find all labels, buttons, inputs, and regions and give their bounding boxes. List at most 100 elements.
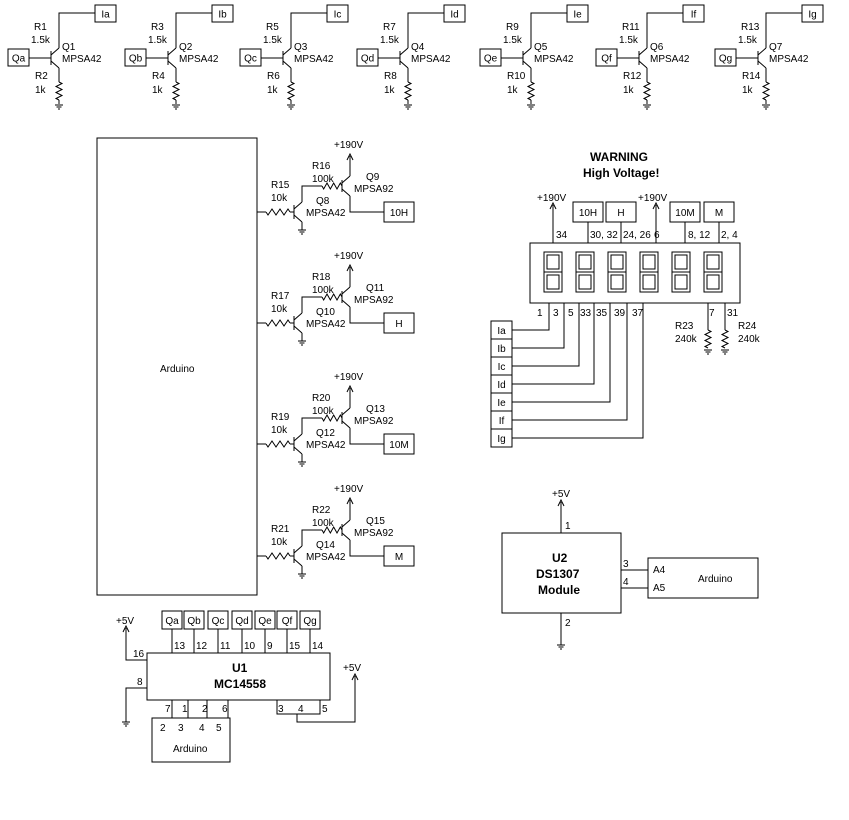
display-top-pin: 30, 32 [590,230,618,241]
part-q14: MPSA42 [306,552,346,563]
supply-arrow [652,201,660,210]
u1-output-qd: Qd [231,610,253,630]
label-r20: R20 [312,393,331,404]
value-r22: 100k [312,518,335,529]
value-r4: 1k [152,85,164,96]
label-r9: R9 [506,22,519,33]
u1-bottom-pin: 4 [298,704,304,715]
u1-arduino-pin: 4 [199,723,205,734]
ground-symbol [298,340,306,346]
display-top-m: M [703,201,735,223]
display-bottom-pin: 1 [537,308,543,319]
input-qb-text: Qb [129,54,143,65]
output-ib-text: Ib [218,10,227,21]
display-top-h: H [605,201,637,223]
anode-output-10h-text: 10H [390,208,408,219]
display-digit [575,251,595,293]
transistor-q3 [282,47,292,69]
value-r18: 100k [312,285,335,296]
value-r9: 1.5k [503,35,523,46]
supply-arrow [346,496,354,505]
u1-output-pin: 14 [312,641,324,652]
display-digit [607,251,627,293]
u1-gnd-pin: 8 [137,677,143,688]
label-q5: Q5 [534,42,548,53]
supply-arrow [549,201,557,210]
segment-label-ig: Ig [490,428,513,448]
u1-output-qg-text: Qg [303,616,316,627]
label-q15: Q15 [366,516,385,527]
display-top-h-text: H [617,208,624,219]
label-r2: R2 [35,71,48,82]
display-body [529,242,741,304]
high-voltage-warning: WARNING High Voltage! [583,150,659,180]
segment-label-ig-text: Ig [497,434,505,445]
output-if: If [682,4,705,23]
part-q15: MPSA92 [354,528,394,539]
u1-output-pin: 11 [220,641,231,652]
ground-symbol [55,104,63,110]
input-qa-text: Qa [12,54,26,65]
u2-a4: A4 [653,565,666,576]
supply-6: +190V [334,484,364,495]
u1-output-qa: Qa [161,610,183,630]
anode-output-10h: 10H [383,201,415,223]
ground-symbol [122,721,130,727]
transistor-q7 [757,47,767,69]
display-top-pin: 6 [654,230,660,241]
u1-vcc: +5V [116,616,134,627]
part-q3: MPSA42 [294,54,334,65]
u2-arduino-label: Arduino [698,574,733,585]
label-q7: Q7 [769,42,783,53]
u1-output-qf: Qf [276,610,298,630]
ground-symbol [762,104,770,110]
input-qd: Qd [356,48,379,67]
supply-arrow [351,672,359,681]
transistor-q2 [167,47,177,69]
supply-8: +190V [334,251,364,262]
display-top-pin: 34 [556,230,568,241]
segment-label-ic: Ic [490,356,513,376]
part-q11: MPSA92 [354,295,394,306]
label-q8: Q8 [316,196,330,207]
input-qg-text: Qg [719,54,732,65]
anode-output-m-text: M [395,552,403,563]
value-r11: 1.5k [619,35,639,46]
label-q3: Q3 [294,42,308,53]
anode-output-10m: 10M [383,433,415,455]
display-bottom-pin: 39 [614,308,626,319]
supply-arrow [346,384,354,393]
u1-output-qd-text: Qd [235,616,248,627]
input-qa: Qa [7,48,30,67]
u2-pin-top: 1 [565,521,571,532]
value-r6: 1k [267,85,279,96]
display-bottom-pin: 3 [553,308,559,319]
u1-output-qc-text: Qc [212,616,225,627]
supply-arrow [346,263,354,272]
input-qd-text: Qd [361,54,374,65]
label-q6: Q6 [650,42,664,53]
part-q12: MPSA42 [306,440,346,451]
label-r6: R6 [267,71,280,82]
label-r11: R11 [622,22,640,33]
label-r10: R10 [507,71,526,82]
label-r12: R12 [623,71,642,82]
label-r19: R19 [271,412,290,423]
anode-driver-stages: 9R1510kR16100k+190VQ9MPSA92Q8MPSA4210H8R… [246,140,415,579]
u2-ref: U2 [552,551,568,565]
part-q9: MPSA92 [354,184,394,195]
u1-output-qb-text: Qb [187,616,201,627]
segment-label-if-text: If [499,416,505,427]
u2-part2: Module [538,583,580,597]
output-if-text: If [691,10,697,21]
u1-output-qc: Qc [207,610,229,630]
u1-output-qa-text: Qa [165,616,179,627]
part-q1: MPSA42 [62,54,102,65]
label-r24: R24 [738,321,757,332]
input-qb: Qb [124,48,147,67]
value-r2: 1k [35,85,47,96]
label-r4: R4 [152,71,165,82]
supply-9: +190V [334,140,364,151]
input-qf: Qf [595,48,618,67]
